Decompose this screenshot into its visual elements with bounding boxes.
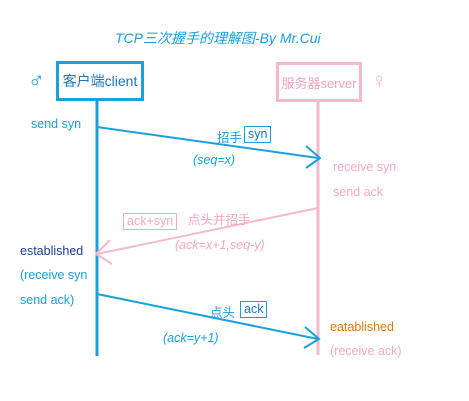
- step1-action: 招手: [217, 131, 243, 145]
- server-note-receive-ack: (receive ack): [330, 344, 402, 358]
- ack-syn-arrow: [96, 207, 319, 255]
- server-box: 服务器server: [276, 62, 362, 102]
- syn-arrowhead: [305, 145, 322, 169]
- step2-action: 点头并招手: [188, 213, 251, 227]
- server-note-send-ack: send ack: [333, 185, 384, 199]
- client-note-receive-syn: (receive syn: [20, 268, 88, 282]
- syn-arrow: [96, 126, 319, 159]
- diagram-title: TCP三次握手的理解图-By Mr.Cui: [115, 30, 321, 46]
- female-symbol-icon: ♀: [371, 68, 388, 93]
- client-note-established: established: [20, 244, 84, 258]
- ack-arrowhead: [303, 326, 321, 349]
- server-note-receive-syn: receive syn: [333, 160, 397, 174]
- client-box: 客户端client: [56, 61, 144, 101]
- step2-packet-tag: ack+syn: [123, 213, 178, 230]
- client-note-send-syn: send syn: [31, 117, 82, 131]
- step3-params: (ack=y+1): [163, 331, 219, 345]
- server-note-established: eatablished: [330, 320, 394, 334]
- ack-arrow: [96, 293, 319, 340]
- step1-packet-tag: syn: [244, 126, 272, 143]
- male-symbol-icon: ♂: [28, 68, 45, 93]
- step3-packet-tag: ack: [240, 301, 268, 318]
- client-note-send-ack: send ack): [20, 293, 75, 307]
- step1-params: (seq=x): [193, 153, 236, 167]
- step2-params: (ack=x+1,seq-y): [175, 238, 265, 252]
- ack-syn-arrowhead: [94, 239, 113, 265]
- step3-action: 点头: [210, 306, 236, 320]
